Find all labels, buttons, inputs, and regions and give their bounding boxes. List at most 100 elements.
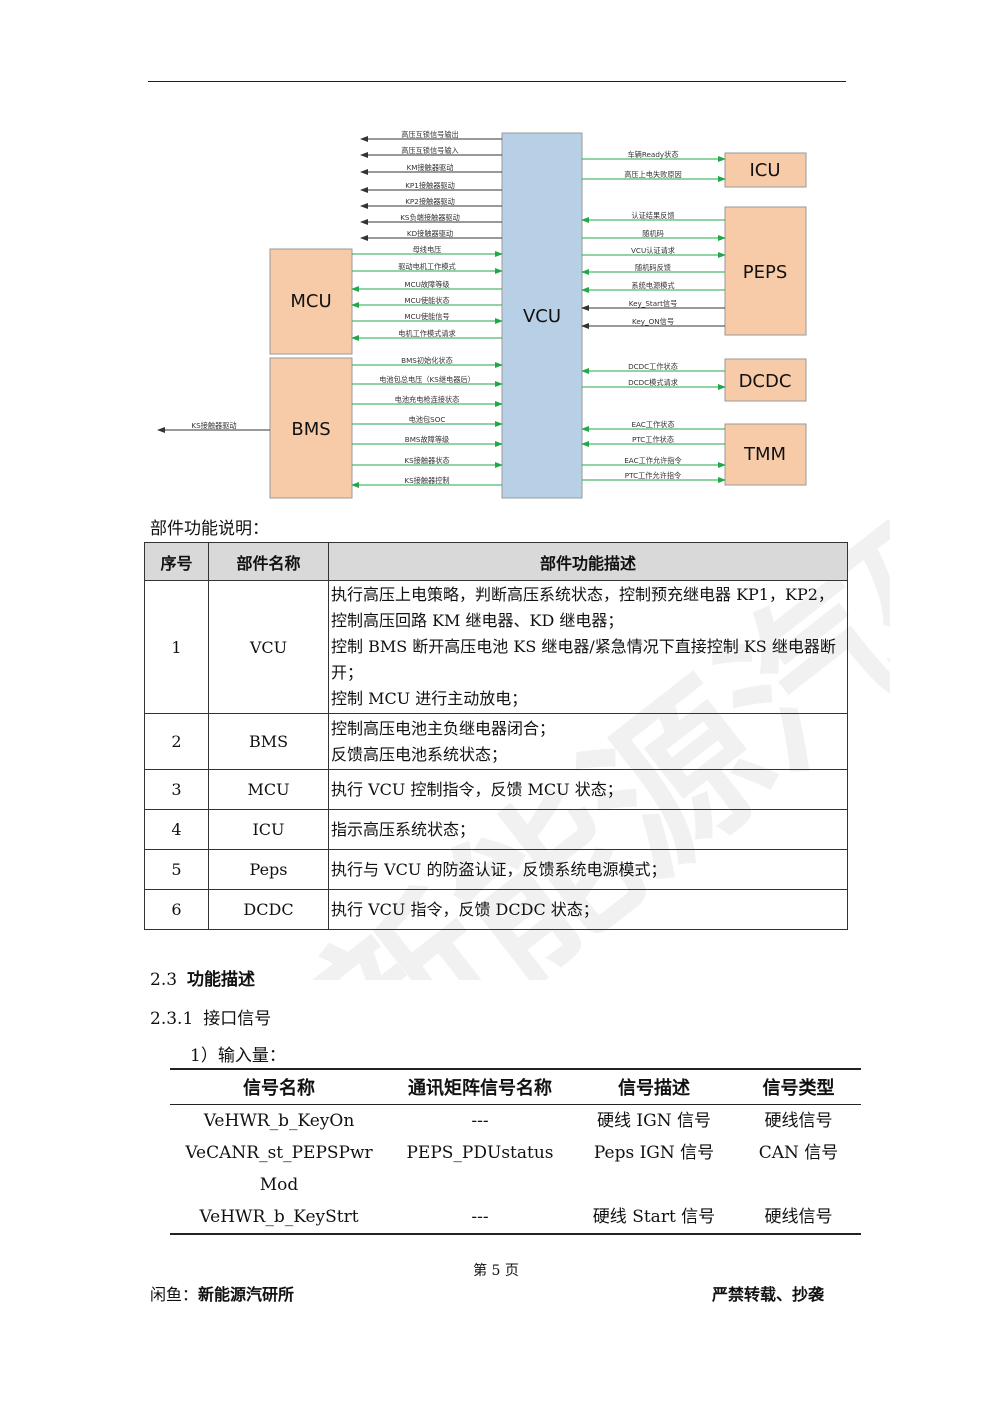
row-number: 5 xyxy=(144,849,209,890)
col-header-no: 序号 xyxy=(144,542,209,581)
bms-external-signal-label: KS接触器驱动 xyxy=(191,421,236,430)
dcdc-label: DCDC xyxy=(739,371,792,392)
section-number: 2.3 xyxy=(150,970,178,990)
signal-name: VeHWR_b_KeyStrt xyxy=(170,1201,388,1235)
signal-description: Peps IGN 信号 xyxy=(593,1143,715,1163)
description-line: 反馈高压电池系统状态； xyxy=(331,744,508,764)
peps-signal-label: 系统电源模式 xyxy=(631,281,674,290)
vcu-label: VCU xyxy=(523,306,561,327)
row-number: 4 xyxy=(144,809,209,850)
left-output-signal-label: KD接触器驱动 xyxy=(407,229,453,238)
bms-block xyxy=(269,357,353,499)
matrix-signal-name: --- xyxy=(388,1201,572,1235)
peps-signal-label: Key_ON信号 xyxy=(632,317,674,326)
section-heading: 2.3 功能描述 xyxy=(150,965,255,990)
signal-description: 硬线 Start 信号 xyxy=(572,1201,736,1235)
component-name: DCDC xyxy=(208,889,329,930)
left-output-signal-label: KP2接触器驱动 xyxy=(405,197,455,206)
footer-notice: 严禁转载、抄袭 xyxy=(712,1285,825,1304)
description-line: 执行 VCU 指令，反馈 DCDC 状态； xyxy=(331,899,599,919)
tmm-block xyxy=(724,423,807,486)
component-description: 指示高压系统状态； xyxy=(328,809,848,850)
left-output-signal-label: KP1接触器驱动 xyxy=(405,181,455,190)
col-header-signal-name: 信号名称 xyxy=(170,1068,388,1105)
left-output-signal-label: 高压互锁信号输出 xyxy=(401,130,459,139)
description-line: 执行与 VCU 的防盗认证，反馈系统电源模式； xyxy=(331,859,667,879)
peps-signal-label: VCU认证请求 xyxy=(631,246,675,255)
signal-name: VeHWR_b_KeyOn xyxy=(203,1111,355,1131)
tmm-signal-label: PTC工作允许指令 xyxy=(625,471,681,480)
subsection-number: 2.3.1 xyxy=(150,1009,194,1029)
dcdc-signal-label: DCDC模式请求 xyxy=(628,378,678,387)
description-line: 控制 MCU 进行主动放电； xyxy=(331,689,528,708)
component-description: 执行高压上电策略，判断高压系统状态，控制预充继电器 KP1，KP2，控制高压回路… xyxy=(328,580,848,714)
bms-signal-label: BMS故障等级 xyxy=(405,435,449,444)
subsection-title: 接口信号 xyxy=(203,1009,272,1029)
mcu-signal-label: 电机工作模式请求 xyxy=(398,329,456,338)
mcu-signal-label: 驱动电机工作模式 xyxy=(398,262,456,271)
bms-signal-label: BMS初始化状态 xyxy=(401,356,453,365)
col-header-matrix-name: 通讯矩阵信号名称 xyxy=(388,1068,572,1105)
mcu-block xyxy=(269,248,353,355)
description-line: 执行 VCU 控制指令，反馈 MCU 状态； xyxy=(331,779,623,799)
peps-label: PEPS xyxy=(743,262,788,283)
row-number: 6 xyxy=(144,889,209,930)
table-row: VeHWR_b_KeyOn --- 硬线 IGN 信号 硬线信号 xyxy=(170,1105,861,1138)
col-header-type: 信号类型 xyxy=(736,1068,861,1105)
peps-signal-label: Key_Start信号 xyxy=(629,299,678,308)
description-line: 执行高压上电策略，判断高压系统状态，控制预充继电器 KP1，KP2，控制高压回路… xyxy=(331,585,834,630)
table-row: VeHWR_b_KeyStrt---硬线 Start 信号硬线信号 xyxy=(170,1201,861,1235)
subsection-heading: 2.3.1 接口信号 xyxy=(150,1004,271,1029)
col-header-name: 部件名称 xyxy=(208,542,329,581)
bms-signal-label: KS接触器状态 xyxy=(404,456,449,465)
peps-signal-label: 随机码 xyxy=(642,229,664,238)
component-name: BMS xyxy=(208,713,329,770)
icu-signal-label: 高压上电失败原因 xyxy=(624,170,682,179)
mcu-label: MCU xyxy=(290,291,331,312)
section-title: 功能描述 xyxy=(187,970,256,990)
bms-signal-label: 电池包SOC xyxy=(409,415,446,424)
mcu-signal-label: MCU使能状态 xyxy=(404,296,449,305)
footer-source: 闲鱼：新能源汽研所 xyxy=(150,1281,294,1305)
description-line: 指示高压系统状态； xyxy=(331,819,476,839)
mcu-signal-label: 母线电压 xyxy=(413,245,442,254)
left-output-signal-label: KM接触器驱动 xyxy=(407,163,454,172)
signal-type: 硬线信号 xyxy=(736,1201,861,1235)
row-number: 2 xyxy=(144,713,209,770)
bms-signal-label: 电池充电枪连接状态 xyxy=(395,395,460,404)
page-number: 第 5 页 xyxy=(473,1263,519,1279)
icu-signal-label: 车辆Ready状态 xyxy=(627,150,678,159)
signal-name: VeCANR_st_PEPSPwrMod xyxy=(185,1143,373,1195)
signal-type: 硬线信号 xyxy=(764,1111,833,1131)
footer-source-label: 闲鱼： xyxy=(150,1285,199,1304)
bms-signal-label: KS接触器控制 xyxy=(404,476,449,485)
dcdc-signal-label: DCDC工作状态 xyxy=(628,362,678,371)
signal-description: 硬线 IGN 信号 xyxy=(597,1111,711,1131)
mcu-signal-label: MCU故障等级 xyxy=(404,280,449,289)
tmm-signal-label: EAC工作允许指令 xyxy=(624,456,681,465)
matrix-signal-name: --- xyxy=(471,1111,489,1131)
left-output-signal-label: 高压互锁信号输入 xyxy=(401,146,459,155)
tmm-signal-label: EAC工作状态 xyxy=(631,420,674,429)
component-name: ICU xyxy=(208,809,329,850)
dcdc-block xyxy=(724,358,807,402)
component-name: MCU xyxy=(208,769,329,810)
input-signals-table: 信号名称 通讯矩阵信号名称 信号描述 信号类型 VeHWR_b_KeyOn---… xyxy=(170,1068,861,1235)
inputs-label: 1）输入量： xyxy=(190,1046,286,1066)
icu-block xyxy=(724,152,807,188)
signal-type: CAN 信号 xyxy=(758,1143,839,1163)
vcu-block xyxy=(501,132,583,499)
icu-label: ICU xyxy=(749,160,780,181)
caption: 部件功能说明： xyxy=(150,519,269,539)
row-number: 1 xyxy=(144,580,209,714)
component-description: 执行 VCU 控制指令，反馈 MCU 状态； xyxy=(328,769,848,810)
peps-block xyxy=(724,206,807,336)
